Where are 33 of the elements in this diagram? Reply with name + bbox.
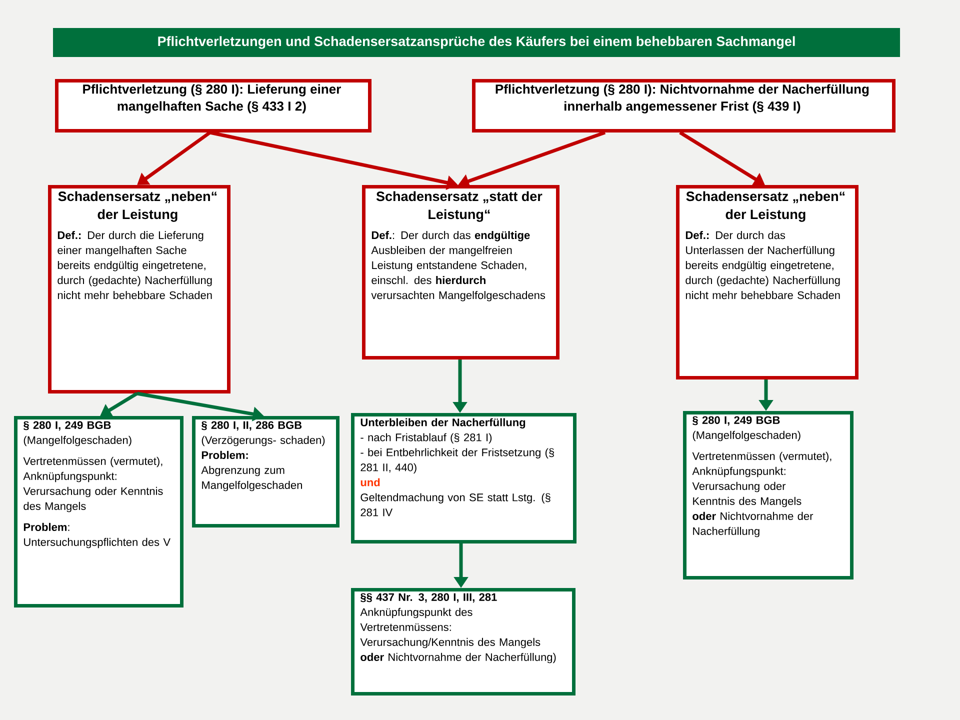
- definition-box: [362, 185, 560, 360]
- body-text: Problem:: [24, 522, 70, 531]
- conjunction-text: und: [360, 478, 380, 486]
- body-text: - bei Entbehrlichkeit der Fristsetzung (§ 281 II, 440): [360, 448, 554, 474]
- body-text: (Mangelfolgeschaden): [692, 430, 800, 442]
- section-heading: § 280 I, II, 286 BGB: [201, 421, 302, 431]
- body-text: Def.: Der durch das endgültige Ausbleiben der mangelfreien Leistung entstandene Schaden, einschl. des hierdurch verursachten Mangelfolgeschadens: [371, 231, 546, 302]
- body-text: Anknüpfungspunkt des Vertretenmüssens: Verursachung/Kenntnis des Mangels oder Nichtvornahme der Nacherfüllung): [360, 608, 556, 664]
- body-text: Vertretenmüssen (vermutet), Anknüpfungspunkt: Verursachung oder Kenntnis des Mangels: [23, 456, 163, 512]
- body-text: Abgrenzung zum Mangelfolgeschaden: [201, 466, 302, 492]
- section-heading: Problem:: [202, 450, 248, 459]
- section-heading: § 280 I, 249 BGB: [23, 421, 111, 431]
- body-text: (Mangelfolgeschaden): [24, 436, 132, 446]
- box-heading: Pflichtverletzung (§ 280 I): Nichtvornahme der Nacherfüllung innerhalb angemessener Frist (§ 439 I): [496, 84, 869, 114]
- body-text: Def.: Der durch das Unterlassen der Nacherfüllung bereits endgültig eingetretene, durch (gedachte) Nacherfüllung nicht mehr behebbare Schaden: [686, 231, 840, 300]
- box-heading: Pflichtverletzung (§ 280 I): Lieferung einer mangelhaften Sache (§ 433 I 2): [83, 84, 341, 114]
- body-text: (Verzögerungs- schaden): [202, 436, 325, 446]
- box-heading: Schadensersatz „neben“ der Leistung: [686, 191, 845, 222]
- body-text: Geltendmachung von SE statt Lstg. (§ 281 IV: [360, 493, 550, 516]
- box-heading: Schadensersatz „neben“ der Leistung: [58, 191, 217, 222]
- section-heading: Unterbleiben der Nacherfüllung: [360, 418, 526, 429]
- section-heading: §§ 437 Nr. 3, 280 I, III, 281: [360, 593, 497, 603]
- definition-box: [472, 79, 896, 132]
- body-text: Def.: Der durch die Lieferung einer mangelhaften Sache bereits endgültig eingetretene, durch (gedachte) Nacherfüllung nicht mehr behebbare Schaden: [58, 231, 212, 300]
- box-heading: Schadensersatz „statt der Leistung“: [376, 191, 542, 222]
- definition-box: [48, 185, 230, 394]
- definition-box: [55, 79, 372, 132]
- title-banner: Pflichtverletzungen und Schadensersatzansprüche des Käufers bei einem behebbaren Sachmangel: [53, 28, 900, 57]
- body-text: Vertretenmüssen (vermutet), Anknüpfungspunkt: Verursachung oder Kenntnis des Mangels oder Nichtvornahme der Nacherfüllung: [692, 452, 832, 538]
- body-text: Untersuchungspflichten des V: [24, 538, 170, 548]
- definition-box: [676, 185, 858, 380]
- body-text: - nach Fristablauf (§ 281 I): [360, 433, 492, 444]
- section-heading: § 280 I, 249 BGB: [692, 416, 780, 426]
